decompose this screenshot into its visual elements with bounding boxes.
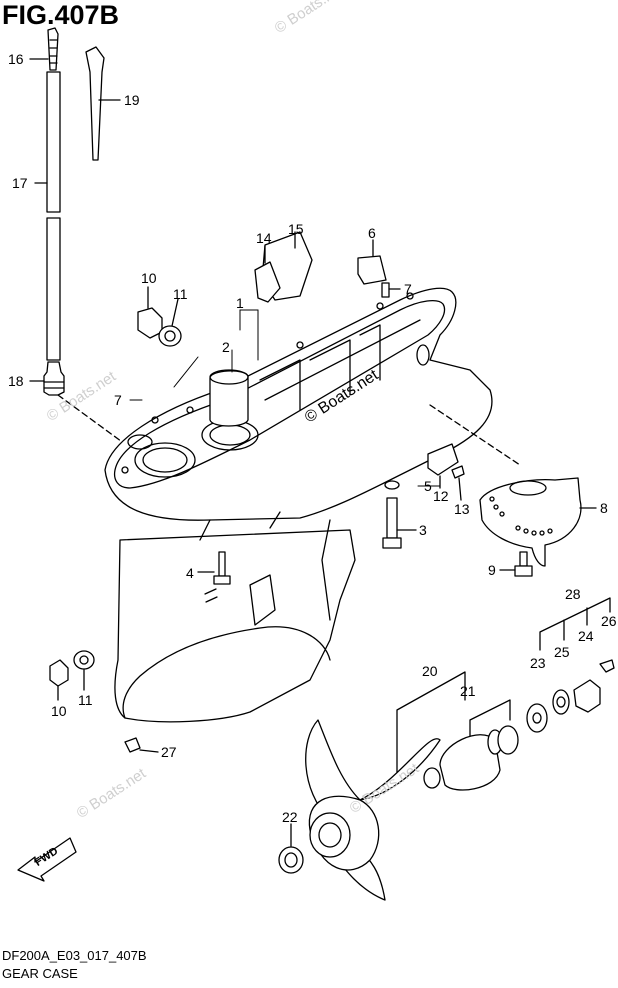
callout-22: 22 <box>282 809 298 825</box>
callout-23: 23 <box>530 655 546 671</box>
callout-11-upper: 11 <box>173 286 188 302</box>
callout-28: 28 <box>565 586 581 602</box>
callout-13: 13 <box>454 501 470 517</box>
callout-21: 21 <box>460 683 476 699</box>
part-9-bolt <box>499 551 533 577</box>
callout-27: 27 <box>161 744 177 760</box>
callout-2: 2 <box>222 339 230 355</box>
part-10-11-lower-plug <box>49 650 95 701</box>
callout-19: 19 <box>124 92 140 108</box>
fwd-arrow-icon <box>17 837 77 882</box>
part-12-anode <box>427 443 465 501</box>
part-10-11-plug <box>137 286 182 347</box>
part-4-bolt <box>197 551 231 585</box>
callout-5: 5 <box>424 478 432 494</box>
part-23-26-prop-nut-set <box>526 597 615 733</box>
part-22-spacer <box>278 823 304 874</box>
callout-10-lower: 10 <box>51 703 67 719</box>
part-14-15-mount <box>254 231 313 303</box>
part-17-shift-rod <box>34 71 61 361</box>
figure-title: FIG.407B <box>2 0 120 30</box>
callout-25: 25 <box>554 644 570 660</box>
callout-11-lower: 11 <box>78 692 93 708</box>
callout-1: 1 <box>236 295 244 311</box>
callout-17: 17 <box>12 175 28 191</box>
leader-lines <box>129 309 441 487</box>
callout-8: 8 <box>600 500 608 516</box>
callout-26: 26 <box>601 613 617 629</box>
callout-9: 9 <box>488 562 496 578</box>
callout-15: 15 <box>288 221 304 237</box>
part-3-bolt <box>382 480 417 549</box>
figure-caption: GEAR CASE <box>2 966 78 981</box>
callout-12: 12 <box>433 488 449 504</box>
part-20-21-thrust-hub <box>396 671 519 791</box>
gear-case-housing <box>104 287 493 521</box>
figure-code: DF200A_E03_017_407B <box>2 948 147 963</box>
callout-16: 16 <box>8 51 24 67</box>
callout-3: 3 <box>419 522 427 538</box>
callout-10-upper: 10 <box>141 270 157 286</box>
callout-7-right: 7 <box>404 281 412 297</box>
callout-24: 24 <box>578 628 594 644</box>
part-8-trim-tab <box>429 404 597 567</box>
gear-case-lower <box>114 511 356 723</box>
callout-18: 18 <box>8 373 24 389</box>
callout-20: 20 <box>422 663 438 679</box>
part-19-boot <box>85 46 121 161</box>
callout-7-left: 7 <box>114 392 122 408</box>
callout-14: 14 <box>256 230 272 246</box>
part-16-rod-end <box>29 27 59 71</box>
propeller <box>305 719 441 901</box>
part-6-bracket <box>357 239 401 298</box>
part-27-nut <box>124 737 159 753</box>
callout-4: 4 <box>186 565 194 581</box>
callout-6: 6 <box>368 225 376 241</box>
